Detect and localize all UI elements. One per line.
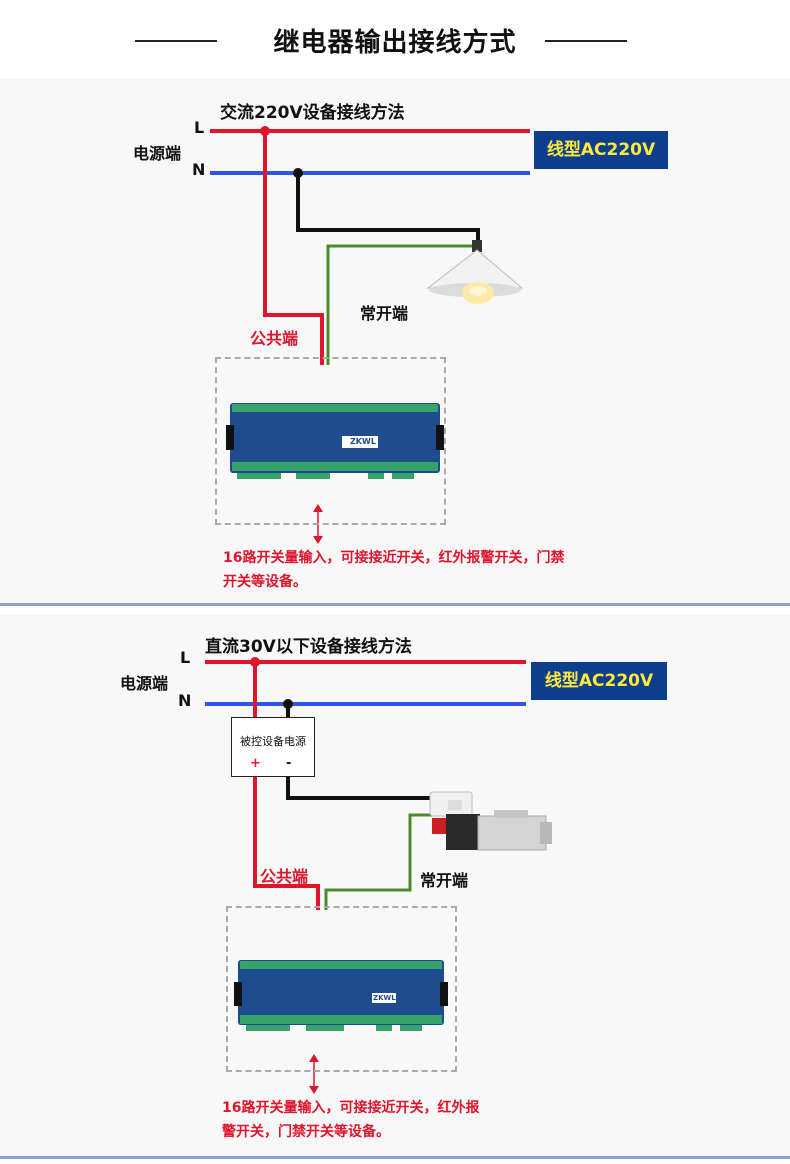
dc-l-label: L [180, 648, 191, 667]
dc-n-label: N [178, 691, 192, 710]
ac-signal-wire [326, 244, 474, 365]
page-title: 继电器输出接线方式 [273, 28, 517, 58]
dc-common-label: 公共端 [260, 867, 309, 886]
dc-nc-label: 常开端 [420, 871, 469, 890]
ac-ground-wire [296, 173, 480, 244]
dc-voltage-badge: 线型AC220V [531, 662, 667, 700]
psu-box: 被控设备电源 + - [231, 717, 315, 777]
ac-module-brand: ZKWL [350, 437, 376, 446]
ac-power-label: 电源端 [133, 144, 182, 163]
dc-module-brand: ZKWL [373, 994, 396, 1002]
ac-nc-label: 常开端 [360, 304, 409, 323]
dc-common-wire [253, 775, 320, 910]
psu-label: 被控设备电源 [240, 735, 306, 748]
section-divider [0, 603, 790, 606]
psu-plus: + [250, 756, 261, 771]
ac-n-label: N [192, 160, 206, 179]
relay-module-ac [226, 403, 444, 479]
ac-voltage-badge: 线型AC220V [534, 131, 668, 169]
section-divider-bottom [0, 1156, 790, 1159]
dc-power-label: 电源端 [120, 674, 169, 693]
ac-common-label: 公共端 [250, 329, 299, 348]
dc-note: 16路开关量输入，可接接近开关，红外报警开关，门禁开关等设备。 [222, 1100, 480, 1140]
relay-module-dc [234, 960, 448, 1031]
dc-signal-wire [324, 813, 434, 910]
solenoid-valve-icon [429, 791, 552, 851]
psu-minus: - [286, 756, 292, 771]
pendant-lamp-icon [426, 240, 524, 304]
ac-heading: 交流220V设备接线方法 [220, 103, 405, 123]
ac-module-frame [215, 357, 446, 525]
dc-heading: 直流30V以下设备接线方法 [205, 637, 412, 657]
ac-common-wire [263, 131, 324, 365]
dc-module-frame [226, 906, 457, 1072]
dc-double-arrow [309, 1054, 319, 1094]
dc-ground-wire [286, 775, 432, 800]
ac-l-label: L [194, 118, 205, 137]
title-rule-right [545, 40, 627, 42]
ac-note: 16路开关量输入，可接接近开关，红外报警开关，门禁开关等设备。 [223, 550, 565, 590]
title-rule-left [135, 40, 217, 42]
